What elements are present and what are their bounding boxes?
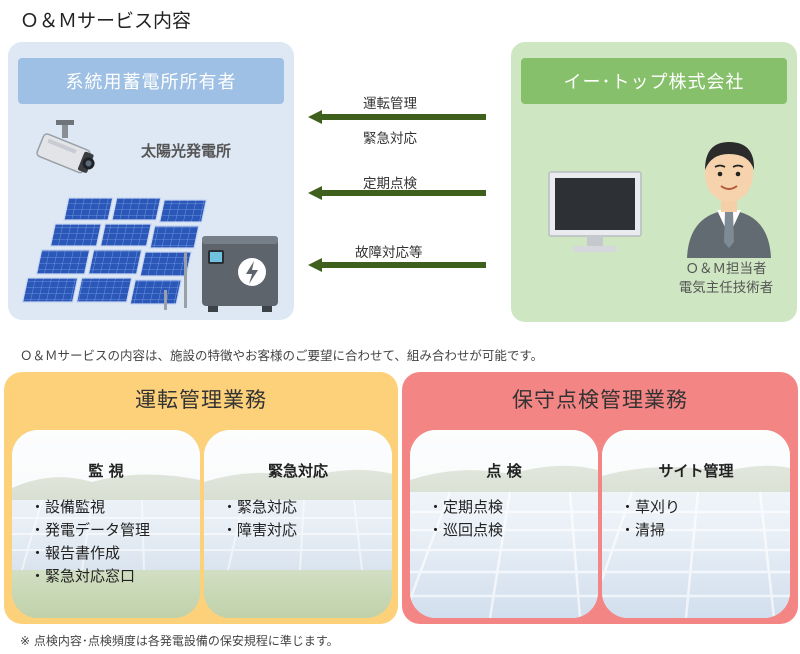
solar-panels-illustration <box>21 197 208 310</box>
inspection-list: 定期点検 巡回点検 <box>438 496 503 542</box>
security-camera-icon <box>36 120 95 174</box>
arrow-3 <box>308 258 486 272</box>
emergency-list: 緊急対応 障害対応 <box>232 496 297 542</box>
arrow-1-label-2: 緊急対応 <box>363 131 417 147</box>
arrow-2-label: 定期点検 <box>363 176 417 192</box>
operations-title: 運転管理業務 <box>135 388 267 412</box>
list-item: 報告書作成 <box>40 542 150 565</box>
site-management-card: サイト管理 草刈り 清掃 <box>602 430 790 618</box>
operations-panel: 運転管理業務 監 視 設備監視 発電データ管理 報告書作成 緊急対応窓口 <box>4 372 398 624</box>
list-item: 草刈り <box>630 496 680 519</box>
arrow-2 <box>308 186 486 200</box>
inspection-card: 点 検 定期点検 巡回点検 <box>410 430 598 618</box>
staff-label: Ｏ＆Ｍ担当者 電気主任技術者 <box>661 260 791 298</box>
list-item: 巡回点検 <box>438 519 503 542</box>
footnote: ※ 点検内容･点検頻度は各発電設備の保安規程に準じます。 <box>20 634 339 648</box>
list-item: 発電データ管理 <box>40 519 150 542</box>
staff-label-line1: Ｏ＆Ｍ担当者 <box>685 261 767 277</box>
owner-panel: 系統用蓄電所所有者 太陽光発電所 <box>8 42 294 320</box>
monitoring-title: 監 視 <box>88 462 124 480</box>
solar-plant-label: 太陽光発電所 <box>141 142 232 160</box>
engineer-person-icon <box>687 142 771 258</box>
inspection-title: 点 検 <box>486 462 522 480</box>
maintenance-title: 保守点検管理業務 <box>512 388 688 412</box>
monitoring-card: 監 視 設備監視 発電データ管理 報告書作成 緊急対応窓口 <box>12 430 200 618</box>
emergency-card: 緊急対応 緊急対応 障害対応 <box>204 430 392 618</box>
arrow-1 <box>308 110 486 124</box>
site-management-list: 草刈り 清掃 <box>630 496 680 542</box>
battery-storage-icon <box>202 236 278 312</box>
list-item: 設備監視 <box>40 496 150 519</box>
company-panel: イー･トップ株式会社 Ｏ＆Ｍ担当者 電気主任技術者 <box>511 42 797 322</box>
arrow-1-label-1: 運転管理 <box>363 96 417 112</box>
list-item: 障害対応 <box>232 519 297 542</box>
company-header: イー･トップ株式会社 <box>521 58 787 104</box>
emergency-title: 緊急対応 <box>267 462 328 480</box>
arrow-3-label: 故障対応等 <box>355 245 423 261</box>
owner-header: 系統用蓄電所所有者 <box>18 58 284 104</box>
list-item: 清掃 <box>630 519 680 542</box>
list-item: 定期点検 <box>438 496 503 519</box>
site-management-title: サイト管理 <box>658 462 734 480</box>
staff-label-line2: 電気主任技術者 <box>678 280 774 296</box>
page-title: Ｏ＆Ｍサービス内容 <box>20 10 192 32</box>
maintenance-panel: 保守点検管理業務 点 検 定期点検 巡回点検 サイト管理 草刈り 清掃 <box>402 372 798 624</box>
intro-text: Ｏ＆Ｍサービスの内容は、施設の特徴やお客様のご要望に合わせて、組み合わせが可能で… <box>20 348 544 363</box>
monitor-icon <box>548 171 642 252</box>
list-item: 緊急対応窓口 <box>40 565 150 588</box>
monitoring-list: 設備監視 発電データ管理 報告書作成 緊急対応窓口 <box>40 496 150 588</box>
list-item: 緊急対応 <box>232 496 297 519</box>
